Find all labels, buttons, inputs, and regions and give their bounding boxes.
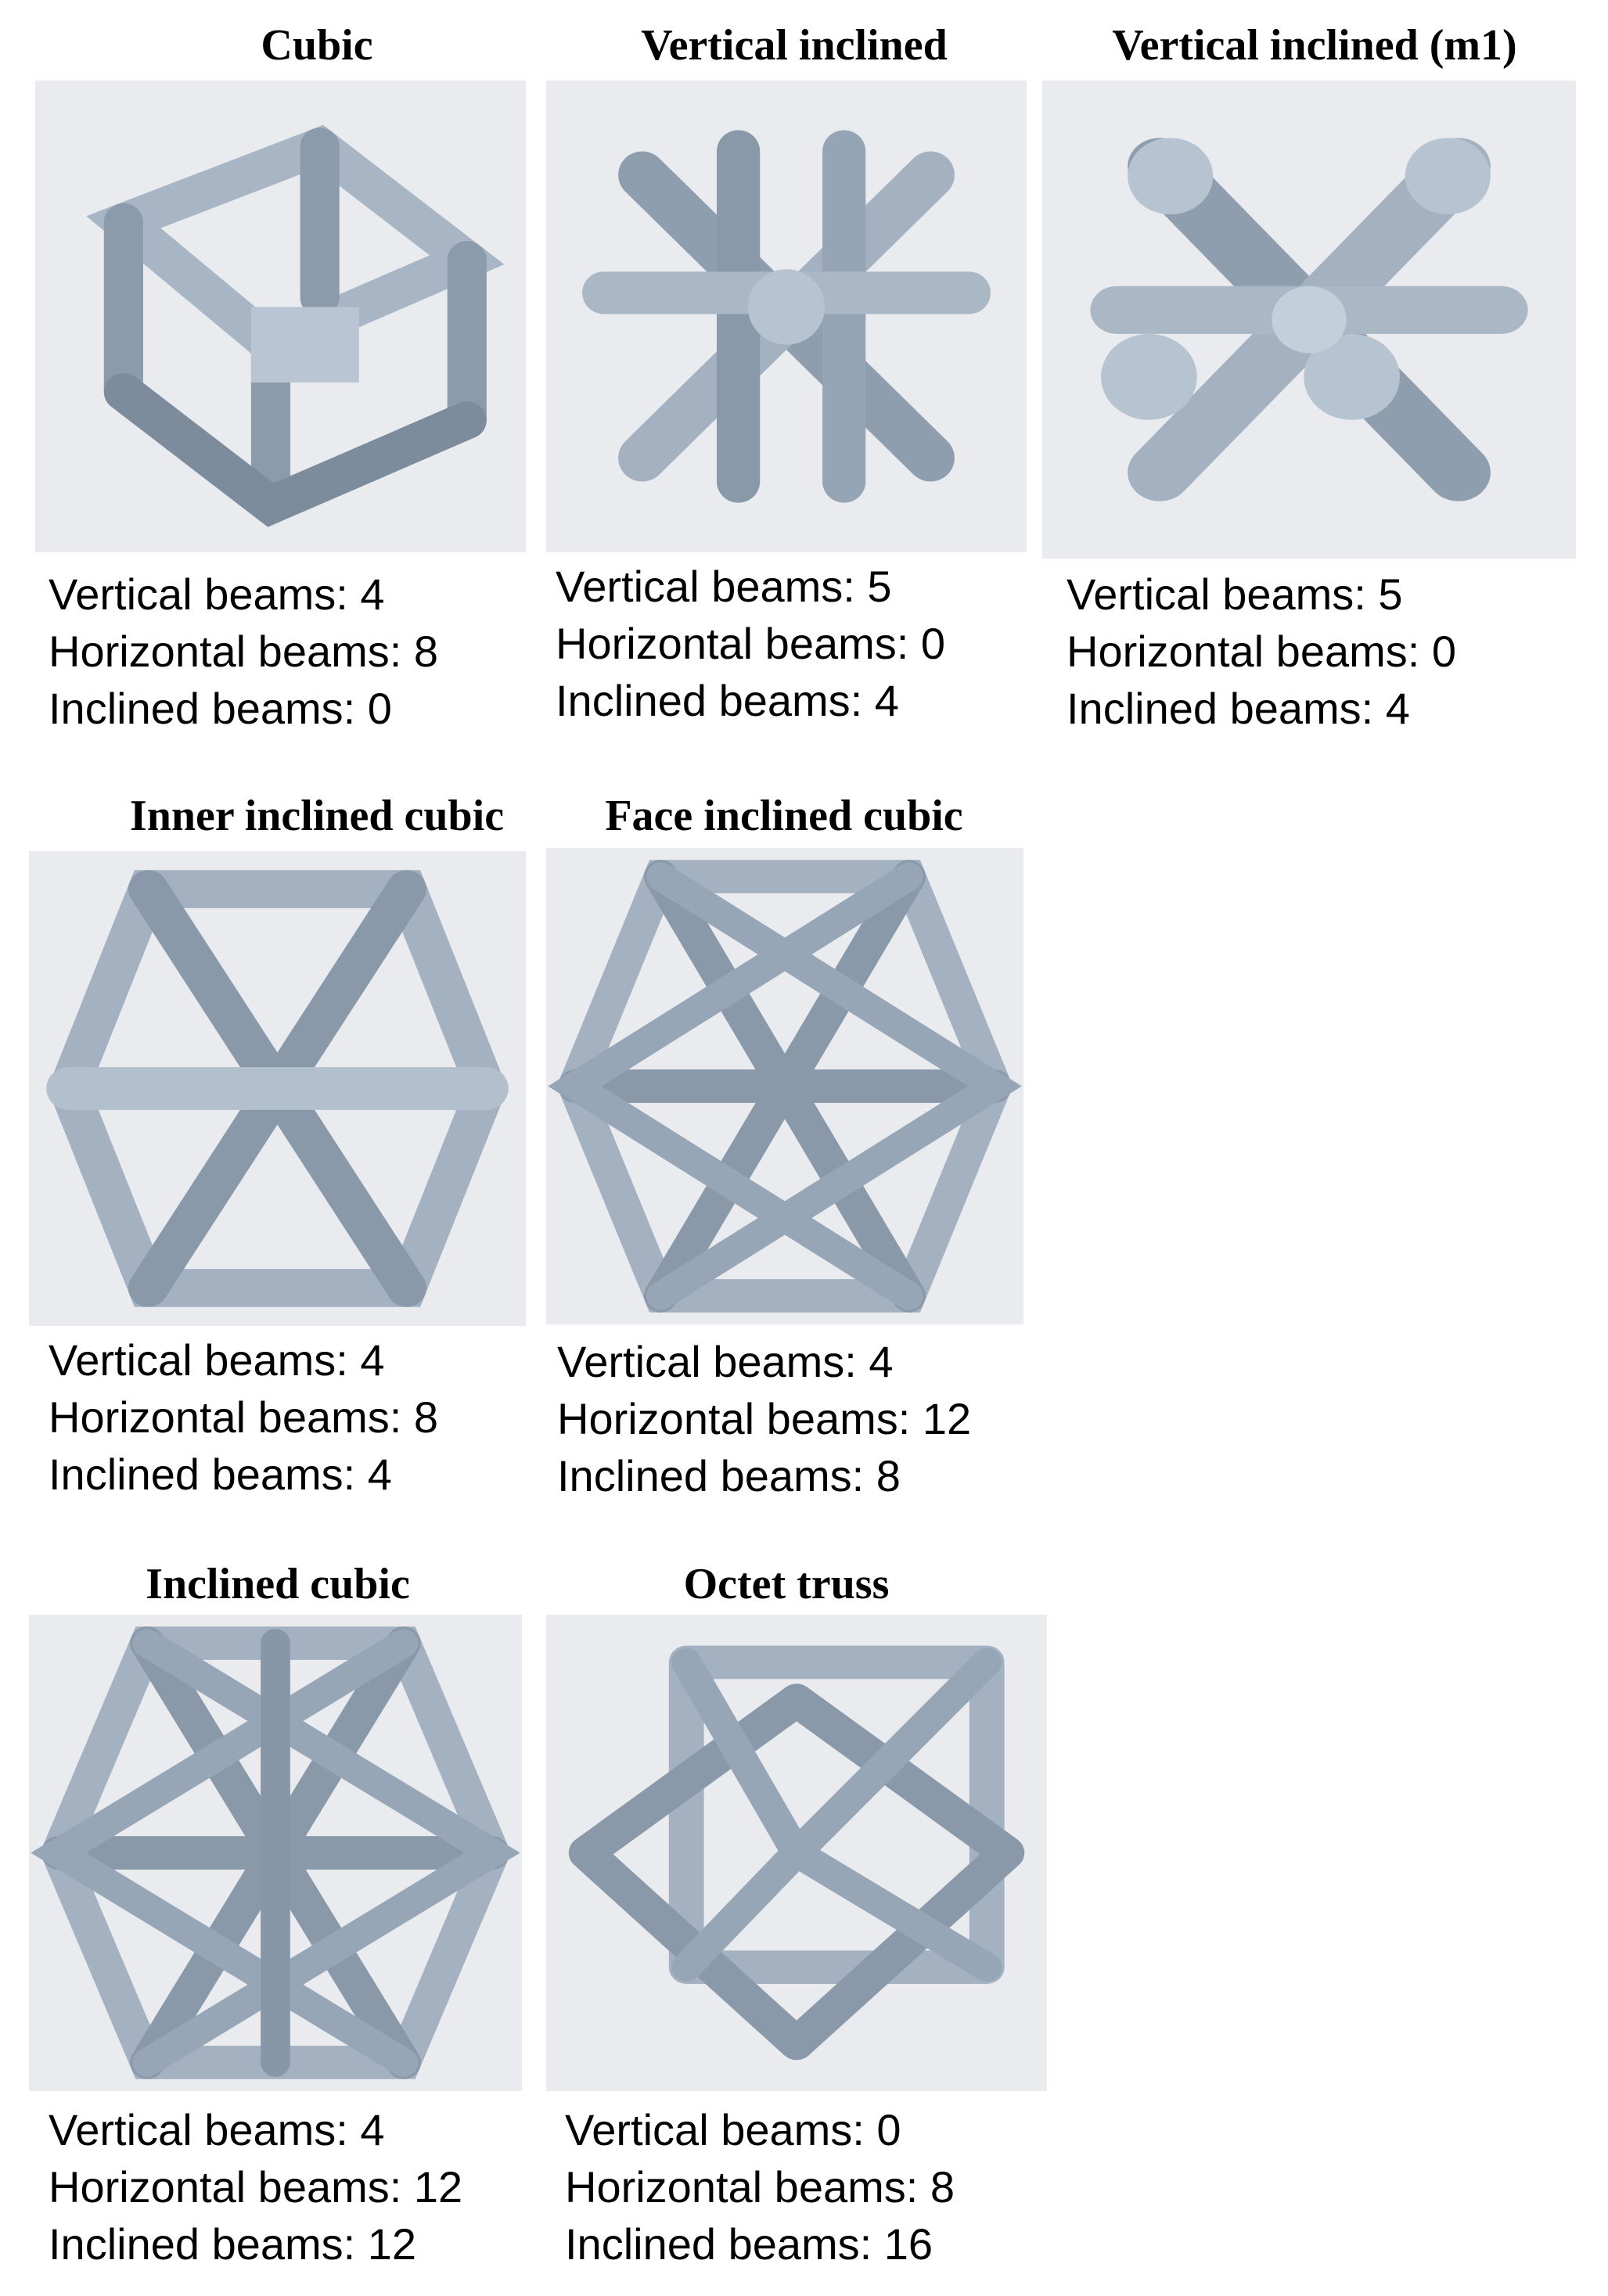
inner-inclined-cubic-stats: Vertical beams: 4 Horizontal beams: 8 In… [49, 1331, 438, 1503]
horizontal-beams-count: Horizontal beams: 8 [49, 627, 439, 676]
vertical-inclined-render-drawing [582, 130, 991, 503]
lattice-title: Vertical inclined [641, 21, 948, 70]
lattice-title: Cubic [261, 21, 373, 70]
inclined-beams-count: Inclined beams: 4 [556, 676, 899, 725]
inclined-beams-count: Inclined beams: 12 [49, 2219, 417, 2269]
inclined-cubic-stats: Vertical beams: 4 Horizontal beams: 12 I… [49, 2101, 462, 2273]
vertical-beams-count: Vertical beams: 4 [557, 1337, 894, 1386]
vertical-inclined-lattice-render [546, 81, 1027, 552]
vertical-inclined-stats: Vertical beams: 5 Horizontal beams: 0 In… [556, 558, 945, 729]
vertical-inclined-m1-stats: Vertical beams: 5 Horizontal beams: 0 In… [1067, 566, 1456, 737]
octet-truss-lattice-render [546, 1615, 1047, 2091]
inclined-beams-count: Inclined beams: 4 [1067, 684, 1410, 733]
lattice-title: Vertical inclined (m1) [1112, 21, 1517, 70]
octet-truss-render-drawing [568, 1645, 1025, 2061]
face-inclined-cubic-render-drawing [548, 860, 1022, 1313]
horizontal-beams-count: Horizontal beams: 0 [556, 619, 946, 668]
inner-inclined-cubic-render-drawing [46, 870, 509, 1307]
face-inclined-cubic-lattice-render [546, 848, 1023, 1324]
lattice-title: Inclined cubic [146, 1560, 410, 1608]
inclined-cubic-lattice-render [29, 1615, 522, 2091]
vertical-beams-count: Vertical beams: 4 [49, 2105, 385, 2154]
octet-truss-stats: Vertical beams: 0 Horizontal beams: 8 In… [565, 2101, 955, 2273]
inclined-cubic-render-drawing [31, 1626, 520, 2079]
inclined-beams-count: Inclined beams: 8 [557, 1451, 901, 1500]
lattice-title: Face inclined cubic [605, 792, 963, 840]
face-inclined-cubic-stats: Vertical beams: 4 Horizontal beams: 12 I… [557, 1333, 971, 1504]
vertical-beams-count: Vertical beams: 4 [49, 1335, 385, 1385]
vertical-beams-count: Vertical beams: 0 [565, 2105, 901, 2154]
inner-inclined-cubic-lattice-render [29, 851, 526, 1326]
horizontal-beams-count: Horizontal beams: 8 [565, 2162, 955, 2212]
inclined-beams-count: Inclined beams: 4 [49, 1450, 392, 1499]
cubic-render-drawing [86, 124, 505, 527]
horizontal-beams-count: Horizontal beams: 12 [49, 2162, 463, 2212]
vertical-inclined-m1-lattice-render [1042, 81, 1576, 559]
lattice-title: Octet truss [683, 1560, 890, 1608]
horizontal-beams-count: Horizontal beams: 8 [49, 1392, 439, 1442]
vertical-inclined-m1-render-drawing [1090, 138, 1528, 501]
horizontal-beams-count: Horizontal beams: 12 [557, 1394, 972, 1443]
vertical-beams-count: Vertical beams: 5 [1067, 570, 1403, 619]
cubic-lattice-render [35, 81, 526, 552]
horizontal-beams-count: Horizontal beams: 0 [1067, 627, 1457, 676]
inclined-beams-count: Inclined beams: 0 [49, 684, 392, 733]
vertical-beams-count: Vertical beams: 5 [556, 562, 892, 611]
vertical-beams-count: Vertical beams: 4 [49, 570, 385, 619]
inclined-beams-count: Inclined beams: 16 [565, 2219, 934, 2269]
lattice-title: Inner inclined cubic [129, 792, 505, 840]
cubic-stats: Vertical beams: 4 Horizontal beams: 8 In… [49, 566, 438, 737]
